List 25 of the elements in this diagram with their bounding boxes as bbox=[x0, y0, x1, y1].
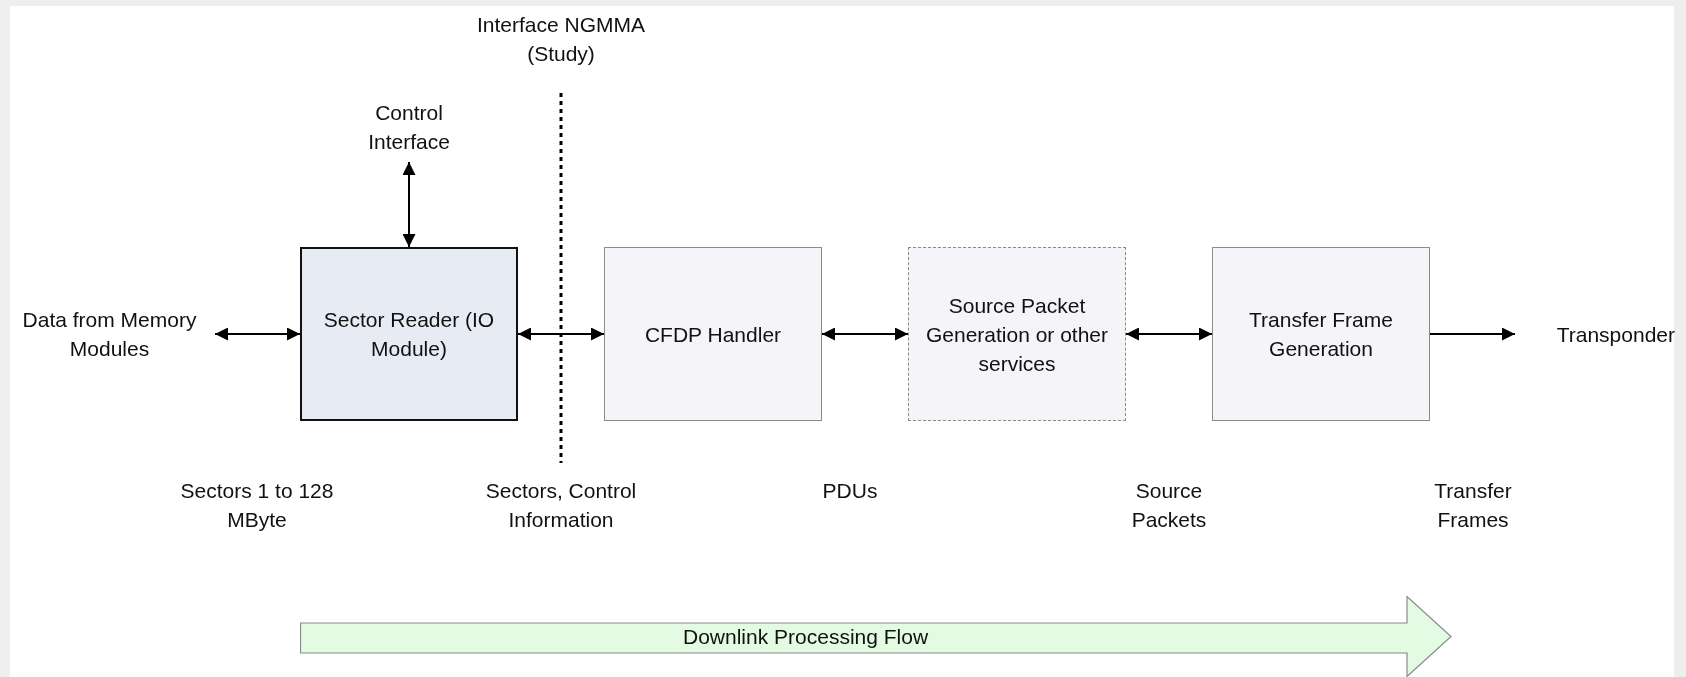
arrow bbox=[1125, 327, 1213, 341]
endpoint-label: Transponder bbox=[1515, 316, 1675, 352]
box-label: Source Packet Generation or other services bbox=[924, 292, 1110, 377]
interface-label: Interface NGMMA (Study) bbox=[475, 12, 646, 67]
endpoint-label: Control Interface bbox=[344, 92, 474, 162]
arrow bbox=[402, 161, 416, 248]
data-unit-label: Sectors, Control Information bbox=[484, 478, 638, 533]
arrow bbox=[1429, 327, 1516, 341]
data-unit-label: PDUs bbox=[821, 478, 879, 504]
data-unit-label: Source Packets bbox=[1130, 478, 1208, 533]
optional-process-box bbox=[908, 247, 1126, 421]
arrow bbox=[214, 327, 301, 341]
process-box bbox=[604, 247, 822, 421]
arrow bbox=[517, 327, 605, 341]
box-label: Downlink Processing Flow bbox=[683, 624, 929, 650]
box-label: Transfer Frame Generation bbox=[1248, 307, 1394, 362]
endpoint-label: Data from Memory Modules bbox=[4, 300, 215, 368]
flow-arrow bbox=[300, 596, 1452, 677]
process-box bbox=[1212, 247, 1430, 421]
box-label: Sector Reader (IO Module) bbox=[322, 307, 496, 362]
arrow bbox=[821, 327, 909, 341]
process-box bbox=[300, 247, 518, 421]
data-unit-label: Sectors 1 to 128 MByte bbox=[179, 478, 335, 533]
data-unit-label: Transfer Frames bbox=[1433, 478, 1513, 533]
box-label: CFDP Handler bbox=[643, 321, 783, 348]
